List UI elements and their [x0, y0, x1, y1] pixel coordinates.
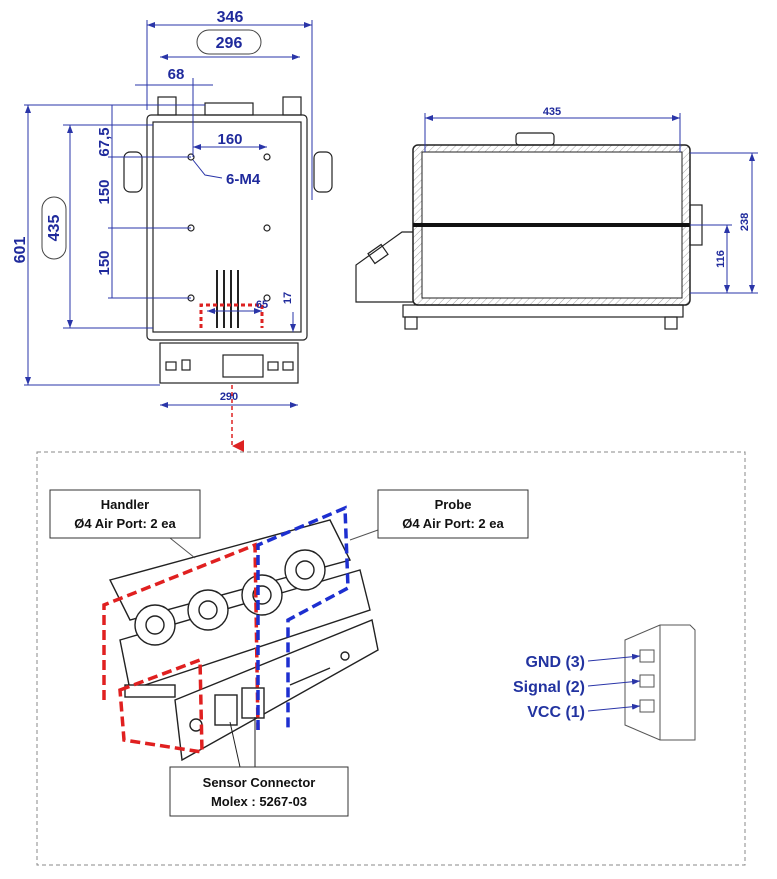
air-tubes	[216, 270, 239, 328]
handler-subtitle: Ø4 Air Port: 2 ea	[74, 516, 176, 531]
dim-68: 68	[168, 66, 185, 83]
probe-title: Probe	[435, 497, 472, 512]
dim-67-5: 67,5	[96, 127, 113, 156]
dim-346: 346	[217, 9, 244, 26]
sensor-subtitle: Molex : 5267-03	[211, 794, 307, 809]
dim-150-lower: 150	[96, 250, 113, 275]
dim-296: 296	[216, 35, 243, 52]
front-view: 346 296 68 601 435 67,5 150 150 160 6-M4…	[12, 9, 333, 408]
controller-box	[159, 342, 299, 384]
dim-601: 601	[12, 237, 29, 264]
pin-signal: Signal (2)	[513, 679, 585, 696]
sensor-callout	[169, 766, 349, 817]
dim-150-upper: 150	[96, 179, 113, 204]
dim-435-side: 435	[543, 106, 561, 118]
dim-65: 65	[256, 299, 268, 311]
dim-116: 116	[715, 250, 727, 268]
probe-highlight	[256, 505, 350, 730]
side-view: 435 238 116	[355, 106, 758, 330]
dim-17: 17	[282, 292, 294, 304]
dim-160: 160	[217, 131, 242, 148]
latch-left	[123, 151, 143, 193]
label-6-m4: 6-M4	[226, 171, 261, 188]
handler-callout	[49, 489, 201, 539]
molex-connector-drawing	[624, 624, 696, 741]
probe-callout	[377, 489, 529, 539]
probe-subtitle: Ø4 Air Port: 2 ea	[402, 516, 504, 531]
pin-gnd: GND (3)	[525, 654, 585, 671]
dim-238: 238	[739, 213, 751, 231]
sensor-title: Sensor Connector	[203, 775, 316, 790]
pin-vcc: VCC (1)	[527, 704, 585, 721]
dim-435-front: 435	[46, 215, 63, 242]
detail-view: Handler Ø4 Air Port: 2 ea Probe Ø4 Air P…	[36, 451, 746, 866]
handler-title: Handler	[101, 497, 149, 512]
connector-panel-drawing	[108, 519, 379, 762]
latch-right	[313, 151, 333, 193]
dim-290: 290	[220, 391, 238, 403]
